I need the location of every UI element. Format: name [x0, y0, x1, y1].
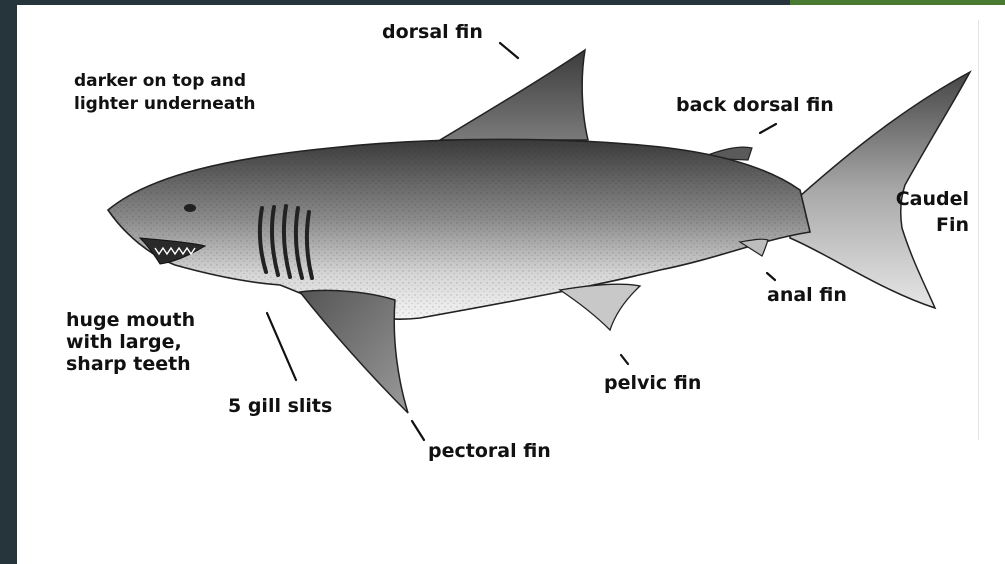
leader-pectoral-fin [412, 421, 424, 440]
leader-back-dorsal-fin [760, 124, 776, 133]
label-back-dorsal-fin: back dorsal fin [676, 95, 834, 116]
label-anal-fin: anal fin [767, 285, 847, 306]
label-gill-slits: 5 gill slits [228, 396, 332, 417]
label-huge-mouth: huge mouth with large, sharp teeth [66, 309, 195, 375]
leader-gill-slits [267, 313, 296, 380]
dorsal-fin-shape [440, 50, 588, 140]
eye-shape [184, 204, 196, 212]
label-dorsal-fin: dorsal fin [382, 22, 483, 43]
pelvic-fin-shape [560, 284, 640, 330]
label-darker-on-top: darker on top and lighter underneath [74, 70, 256, 116]
leader-dorsal-fin [500, 43, 518, 58]
label-caudel-fin: Caudel Fin [893, 186, 969, 238]
label-pelvic-fin: pelvic fin [604, 373, 701, 394]
leader-pelvic-fin [621, 355, 628, 364]
label-pectoral-fin: pectoral fin [428, 441, 551, 462]
leader-anal-fin [767, 273, 775, 280]
